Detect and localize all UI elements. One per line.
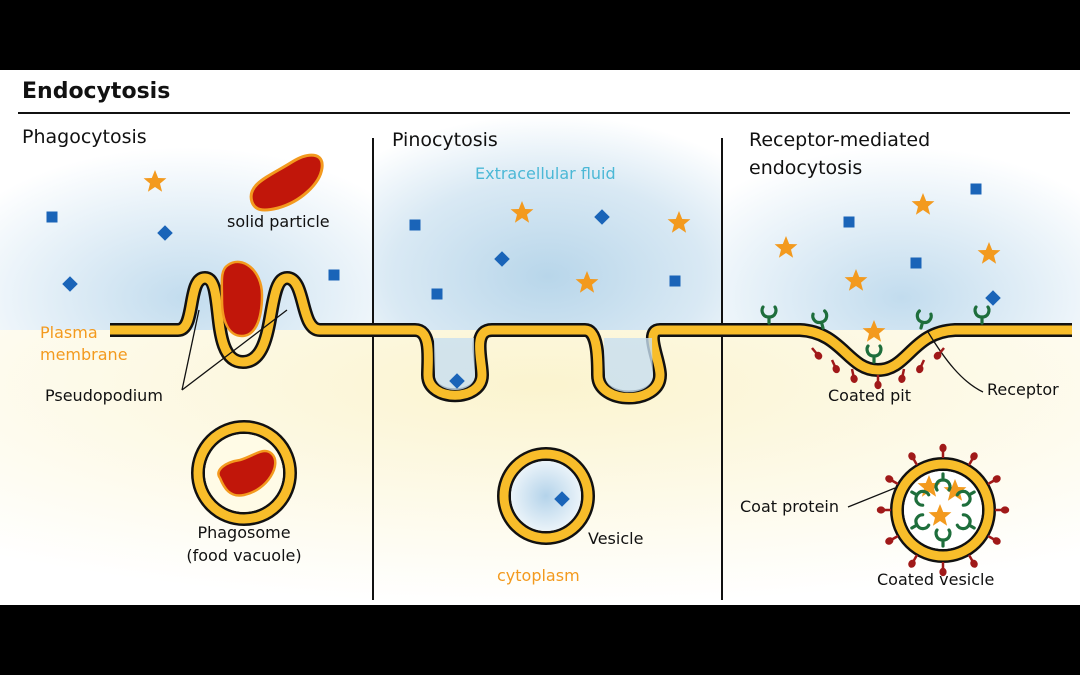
- coat-proteins: [811, 347, 1010, 577]
- receptor-protein: [973, 305, 991, 325]
- square-molecule: [843, 216, 855, 228]
- solid-particle-label: solid particle: [227, 212, 330, 231]
- receptor-protein: [915, 309, 933, 330]
- receptor-heading-line1: Receptor-mediated: [749, 129, 931, 151]
- coat-protein: [908, 554, 919, 568]
- pseudopodium-pointers: [181, 309, 288, 391]
- pinocytosis-heading: Pinocytosis: [392, 129, 498, 151]
- square-molecule: [669, 275, 681, 287]
- cytoplasm-label: cytoplasm: [497, 566, 580, 585]
- solid-particle: [249, 153, 324, 212]
- coat-protein: [995, 506, 1010, 514]
- coat-protein: [916, 359, 926, 374]
- pino-pocket-fluid-1: [434, 338, 475, 390]
- coat-protein: [885, 534, 899, 545]
- coat-protein: [811, 347, 823, 360]
- coat-protein: [908, 452, 919, 466]
- coat-protein-label: Coat protein: [740, 497, 839, 516]
- receptor-protein: [955, 513, 976, 531]
- receptor-protein: [910, 513, 931, 531]
- coat-protein: [939, 443, 947, 458]
- receptor-protein: [934, 472, 952, 492]
- receptor-protein: [865, 344, 883, 364]
- receptor-heading-line2: endocytosis: [749, 157, 863, 179]
- diagram-panel: Endocytosis Phagocytosis Pinocytosis Rec…: [0, 70, 1080, 605]
- pseudopodium-label: Pseudopodium: [45, 386, 163, 405]
- plasma-membrane: [110, 271, 1072, 405]
- coat-protein: [885, 475, 899, 486]
- phagosome-label-line1: Phagosome: [197, 523, 291, 542]
- extracellular-region-pino: [373, 115, 723, 330]
- coat-protein: [874, 375, 882, 390]
- coat-protein: [967, 452, 978, 466]
- phagosome: [191, 420, 297, 526]
- phagocytosis-heading: Phagocytosis: [22, 126, 147, 148]
- coat-protein: [967, 554, 978, 568]
- coat-protein-pointer: [847, 487, 896, 508]
- vesicle-label: Vesicle: [588, 529, 644, 548]
- coat-protein: [898, 368, 906, 383]
- square-molecule: [46, 211, 58, 223]
- square-molecule: [409, 219, 421, 231]
- coat-protein: [987, 534, 1001, 545]
- square-molecule: [970, 183, 982, 195]
- receptor-protein: [955, 489, 976, 507]
- plasma-membrane-label-line1: Plasma: [40, 323, 98, 342]
- coat-protein: [850, 368, 858, 383]
- phagosome-label-line2: (food vacuole): [186, 546, 302, 565]
- square-molecule: [431, 288, 443, 300]
- coat-protein: [939, 562, 947, 577]
- receptor-pointer: [927, 331, 984, 393]
- plasma-membrane-label-line2: membrane: [40, 345, 128, 364]
- receptors: [760, 305, 991, 548]
- engulfed-particle: [220, 260, 264, 338]
- coat-protein: [987, 475, 1001, 486]
- square-molecule: [328, 269, 340, 281]
- endocytosis-illustration: [0, 112, 1080, 605]
- coat-protein: [876, 506, 891, 514]
- receptor-protein: [760, 305, 778, 325]
- receptor-protein: [934, 528, 952, 548]
- coat-protein: [830, 359, 840, 374]
- pino-pocket-fluid-2: [604, 338, 653, 393]
- coated-vesicle-label: Coated vesicle: [877, 570, 995, 589]
- coat-protein: [933, 347, 945, 360]
- coated-pit-label: Coated pit: [828, 386, 911, 405]
- receptor-protein: [910, 489, 931, 507]
- receptor-protein: [811, 309, 829, 330]
- extracellular-region-receptor: [723, 115, 1080, 330]
- extracellular-fluid-label: Extracellular fluid: [475, 164, 616, 183]
- square-molecule: [910, 257, 922, 269]
- receptor-label: Receptor: [987, 380, 1059, 399]
- pino-vesicle: [497, 447, 595, 545]
- diagram-title: Endocytosis: [22, 79, 171, 104]
